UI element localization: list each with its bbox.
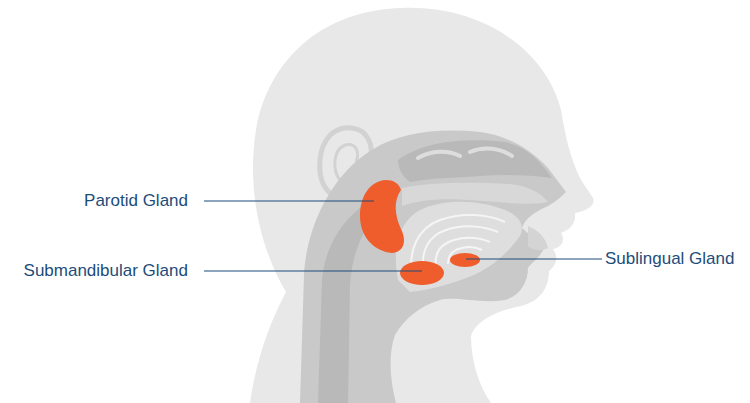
cross-section <box>300 131 566 403</box>
leader-line <box>204 270 422 271</box>
part-label: Parotid Gland <box>0 191 188 211</box>
nasal-cavity <box>398 140 552 182</box>
submandibular-gland <box>400 261 444 285</box>
head-silhouette <box>250 8 594 403</box>
palate <box>402 183 548 206</box>
lip <box>528 226 548 250</box>
leader-line <box>204 200 374 201</box>
sublingual-gland <box>450 253 480 267</box>
parotid-gland <box>360 180 404 253</box>
tongue <box>396 202 522 292</box>
part-label: Submandibular Gland <box>0 261 188 281</box>
part-label: Sublingual Gland <box>605 249 750 269</box>
leader-line <box>466 258 602 259</box>
turbinate <box>470 149 512 156</box>
turbinate <box>418 152 460 158</box>
tongue-line <box>436 238 490 268</box>
